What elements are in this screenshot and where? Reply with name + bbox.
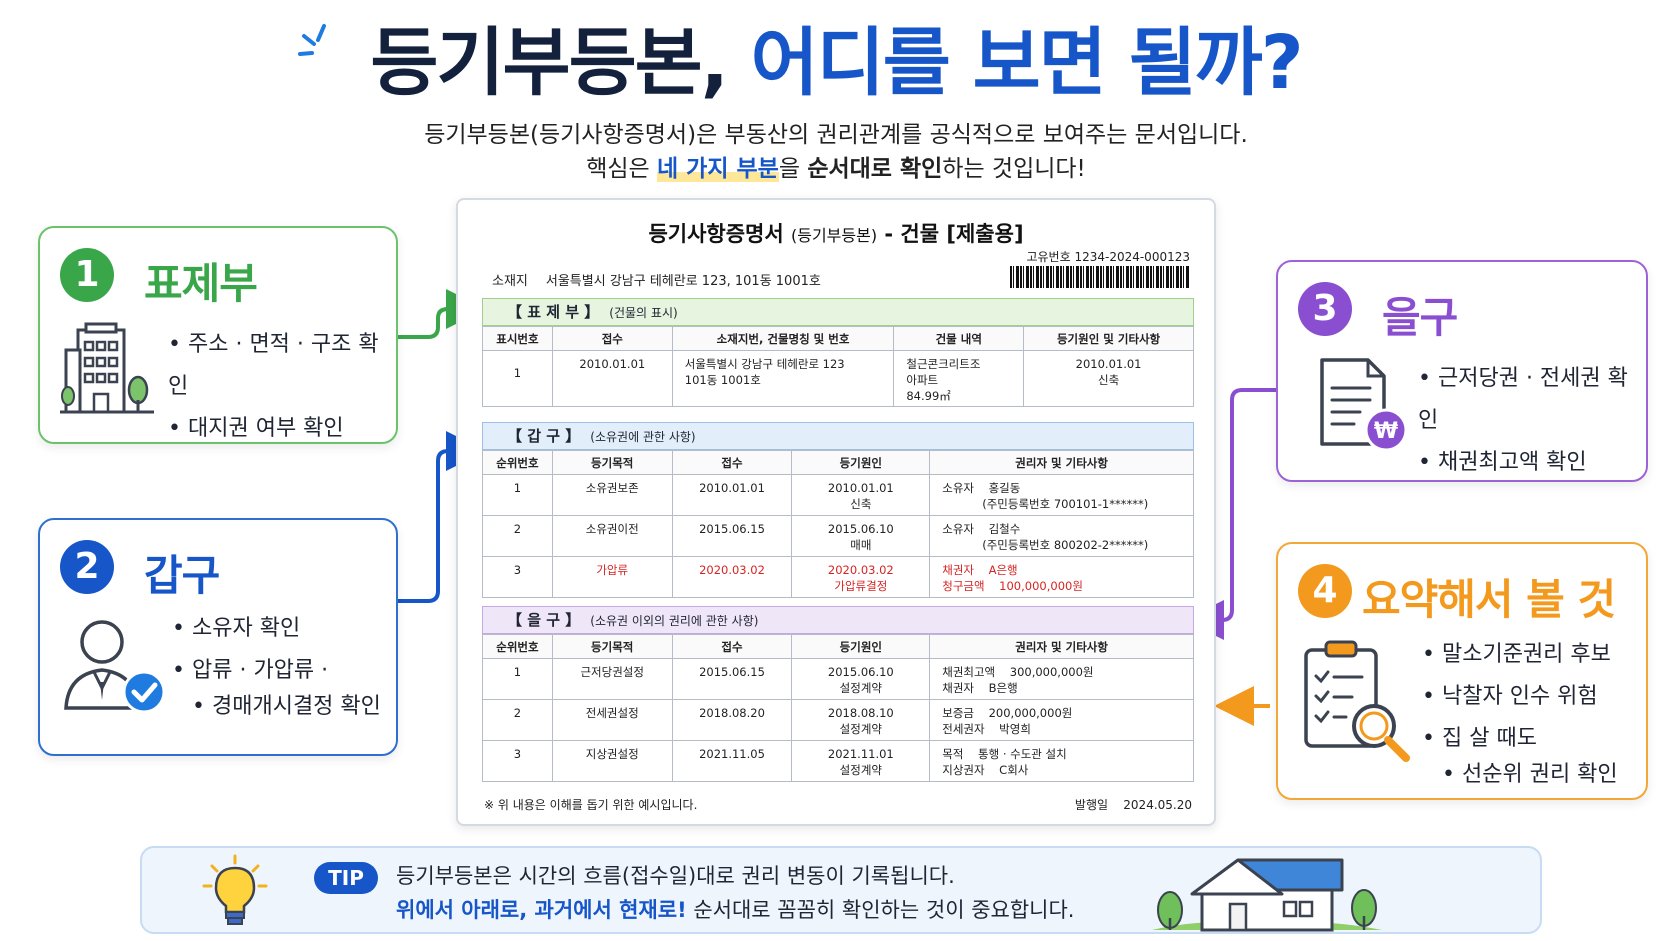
card-number: 3 bbox=[1298, 282, 1352, 336]
bullet-continued: 경매개시결정 확인 bbox=[172, 692, 381, 722]
bullet: 말소기준권리 후보 bbox=[1422, 634, 1618, 676]
bullet: 낙찰자 인수 위험 bbox=[1422, 676, 1618, 718]
card-title: 갑구 bbox=[144, 551, 220, 600]
section-header: 【 표 제 부 】(건물의 표시) bbox=[482, 298, 1194, 326]
bullet: 소유자 확인 bbox=[172, 608, 381, 650]
card-bullets: 주소 · 면적 · 구조 확인 대지권 여부 확인 bbox=[168, 324, 396, 450]
page-title: 등기부등본, 어디를 보면 될까? bbox=[0, 18, 1672, 108]
subtitle: 등기부등본(등기사항증명서)은 부동산의 권리관계를 공식적으로 보여주는 문서… bbox=[0, 118, 1672, 186]
column-header: 등기원인 bbox=[791, 450, 931, 475]
column-header: 등기목적 bbox=[551, 450, 673, 475]
column-header: 권리자 및 기타사항 bbox=[929, 634, 1194, 659]
card-number: 1 bbox=[60, 248, 114, 302]
document-won-icon: ₩ bbox=[1320, 358, 1408, 452]
column-header: 건물 내역 bbox=[893, 326, 1025, 351]
bullet: 압류 · 가압류 · bbox=[172, 650, 381, 692]
column-header: 권리자 및 기타사항 bbox=[929, 450, 1194, 475]
highlight-four-parts: 네 가지 부분 bbox=[657, 156, 779, 182]
house-icon bbox=[1152, 858, 1382, 932]
bullet: 근저당권 · 전세권 확인 bbox=[1418, 358, 1646, 442]
column-header: 표시번호 bbox=[482, 326, 553, 351]
column-header: 등기원인 bbox=[791, 634, 931, 659]
section-header: 【 갑 구 】(소유권에 관한 사항) bbox=[482, 422, 1194, 450]
tip-banner: TIP 등기부등본은 시간의 흐름(접수일)대로 권리 변동이 기록됩니다. 위… bbox=[140, 846, 1542, 934]
subtitle-line-1: 등기부등본(등기사항증명서)은 부동산의 권리관계를 공식적으로 보여주는 문서… bbox=[424, 122, 1248, 148]
title-dark: 등기부등본, bbox=[370, 20, 729, 106]
clipboard-magnifier-icon bbox=[1304, 640, 1410, 762]
card-title: 요약해서 볼 것 bbox=[1362, 575, 1616, 624]
issue-date: 발행일 2024.05.20 bbox=[1074, 798, 1192, 812]
bullet: 대지권 여부 확인 bbox=[168, 408, 396, 450]
building-icon bbox=[60, 322, 154, 414]
column-header: 접수 bbox=[551, 326, 673, 351]
column-header: 소재지번, 건물명칭 및 번호 bbox=[671, 326, 895, 351]
column-header: 접수 bbox=[671, 634, 793, 659]
bullet-continued: 선순위 권리 확인 bbox=[1422, 760, 1618, 790]
tip-line-1: 등기부등본은 시간의 흐름(접수일)대로 권리 변동이 기록됩니다. bbox=[396, 864, 955, 888]
svg-text:₩: ₩ bbox=[1374, 419, 1398, 444]
section-gapgu: 【 갑 구 】(소유권에 관한 사항) 순위번호 등기목적 접수 등기원인 권리… bbox=[482, 422, 1194, 598]
card-pyojebu: 1 표제부 주소 · 면적 · 구조 확인 대지권 여부 확인 bbox=[38, 226, 398, 444]
tip-line-2: 위에서 아래로, 과거에서 현재로! 순서대로 꼼꼼히 확인하는 것이 중요합니… bbox=[396, 898, 1075, 922]
doc-footnote: ※ 위 내용은 이해를 돕기 위한 예시입니다. bbox=[484, 798, 698, 812]
card-bullets: 소유자 확인 압류 · 가압류 · 경매개시결정 확인 bbox=[172, 608, 381, 722]
subtitle-line-2: 핵심은 네 가지 부분을 순서대로 확인하는 것입니다! bbox=[586, 156, 1086, 182]
doc-title: 등기사항증명서 (등기부등본) - 건물 [제출용] bbox=[648, 222, 1024, 246]
column-header: 등기목적 bbox=[551, 634, 673, 659]
pyojebu-table: 표시번호 접수 소재지번, 건물명칭 및 번호 건물 내역 등기원인 및 기타사… bbox=[482, 326, 1194, 407]
card-number: 2 bbox=[60, 540, 114, 594]
column-header: 순위번호 bbox=[482, 634, 553, 659]
card-title: 을구 bbox=[1382, 293, 1458, 342]
card-eulgu: 3 을구 ₩ 근저당권 · 전세권 확인 채권최고액 확인 bbox=[1276, 260, 1648, 482]
doc-footer: ※ 위 내용은 이해를 돕기 위한 예시입니다. 발행일 2024.05.20 bbox=[484, 796, 1192, 813]
card-title: 표제부 bbox=[144, 259, 258, 308]
section-pyojebu: 【 표 제 부 】(건물의 표시) 표시번호 접수 소재지번, 건물명칭 및 번… bbox=[482, 298, 1194, 407]
lightbulb-icon bbox=[202, 854, 268, 925]
column-header: 순위번호 bbox=[482, 450, 553, 475]
registry-document: 등기사항증명서 (등기부등본) - 건물 [제출용] 고유번호 1234-202… bbox=[456, 198, 1216, 826]
bullet: 집 살 때도 bbox=[1422, 718, 1618, 760]
sparkle-icon bbox=[298, 24, 326, 56]
barcode bbox=[1010, 266, 1190, 288]
bullet: 채권최고액 확인 bbox=[1418, 442, 1646, 484]
card-bullets: 근저당권 · 전세권 확인 채권최고액 확인 bbox=[1418, 358, 1646, 484]
column-header: 접수 bbox=[671, 450, 793, 475]
title-blue: 어디를 보면 될까? bbox=[750, 20, 1304, 106]
person-check-icon bbox=[64, 620, 166, 714]
section-header: 【 을 구 】(소유권 이외의 권리에 관한 사항) bbox=[482, 606, 1194, 634]
section-eulgu: 【 을 구 】(소유권 이외의 권리에 관한 사항) 순위번호 등기목적 접수 … bbox=[482, 606, 1194, 782]
bullet: 주소 · 면적 · 구조 확인 bbox=[168, 324, 396, 408]
doc-unique-number: 고유번호 1234-2024-000123 bbox=[1026, 250, 1190, 264]
column-header: 등기원인 및 기타사항 bbox=[1023, 326, 1194, 351]
card-number: 4 bbox=[1298, 564, 1352, 618]
card-gapgu: 2 갑구 소유자 확인 압류 · 가압류 · 경매개시결정 확인 bbox=[38, 518, 398, 756]
card-bullets: 말소기준권리 후보 낙찰자 인수 위험 집 살 때도 선순위 권리 확인 bbox=[1422, 634, 1618, 790]
tip-badge: TIP bbox=[314, 862, 378, 894]
card-summary: 4 요약해서 볼 것 말소기준권리 후보 낙찰자 인수 위험 집 살 때도 선순… bbox=[1276, 542, 1648, 800]
